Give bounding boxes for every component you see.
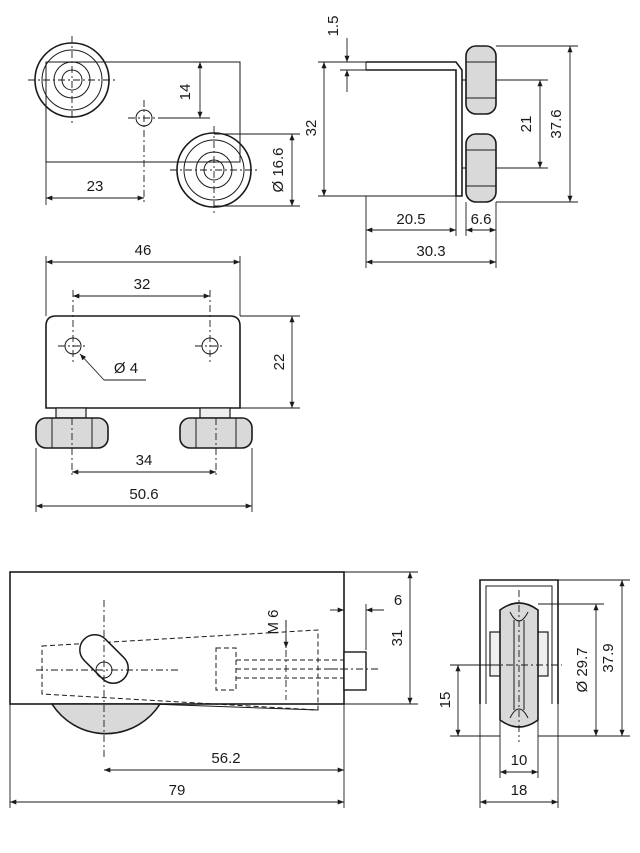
dim-22: 22 <box>271 354 288 371</box>
dim-32-front: 32 <box>134 276 151 293</box>
dim-18: 18 <box>511 782 528 799</box>
front-wheel-stub-right <box>199 407 231 419</box>
dim-14: 14 <box>177 84 194 101</box>
bottom-side-section: M 6 6 31 56.2 79 <box>9 571 418 808</box>
bottom-wheel-arc <box>50 703 162 735</box>
dim-46: 46 <box>135 242 152 259</box>
dim-79: 79 <box>169 782 186 799</box>
dim-6: 6 <box>394 592 402 609</box>
top-side-view: 1.5 32 21 37.6 20.5 6.6 30.3 <box>303 16 578 268</box>
housing-outline <box>9 571 345 705</box>
dim-37-6: 37.6 <box>548 109 565 138</box>
dim-m6: M 6 <box>265 609 282 634</box>
front-wheel-stub-left <box>55 407 87 419</box>
eccentric-slot <box>79 634 129 684</box>
top-plan-view: 14 23 Ø 16.6 <box>28 36 300 214</box>
dim-37-9: 37.9 <box>600 643 617 672</box>
bracket-plate-outline <box>45 61 241 163</box>
dim-56-2: 56.2 <box>211 750 240 767</box>
dim-34: 34 <box>136 452 153 469</box>
dim-31: 31 <box>389 630 406 647</box>
dim-50-6: 50.6 <box>129 486 158 503</box>
dim-30-3: 30.3 <box>416 243 445 260</box>
dim-1-5: 1.5 <box>325 16 342 37</box>
dim-10: 10 <box>511 752 528 769</box>
dim-6-6: 6.6 <box>471 211 492 228</box>
dim-21: 21 <box>518 116 535 133</box>
bracket-side-plate <box>366 61 463 197</box>
adjust-nut <box>343 651 367 691</box>
dim-dia-29-7: Ø 29.7 <box>574 647 591 692</box>
bracket-front-outline <box>45 315 241 409</box>
end-housing <box>479 579 559 704</box>
dim-dia-4: Ø 4 <box>114 360 138 377</box>
dim-15: 15 <box>437 692 454 709</box>
dim-dia-16-6: Ø 16.6 <box>270 147 287 192</box>
dim-20-5: 20.5 <box>396 211 425 228</box>
dim-23: 23 <box>87 178 104 195</box>
middle-front-view: Ø 4 46 32 22 34 50.6 <box>35 242 300 512</box>
dim-32-side: 32 <box>303 120 320 137</box>
side-wheel-top <box>465 45 497 115</box>
bottom-end-view: 15 Ø 29.7 37.9 10 18 <box>437 579 630 808</box>
side-wheel-bottom <box>465 133 497 203</box>
